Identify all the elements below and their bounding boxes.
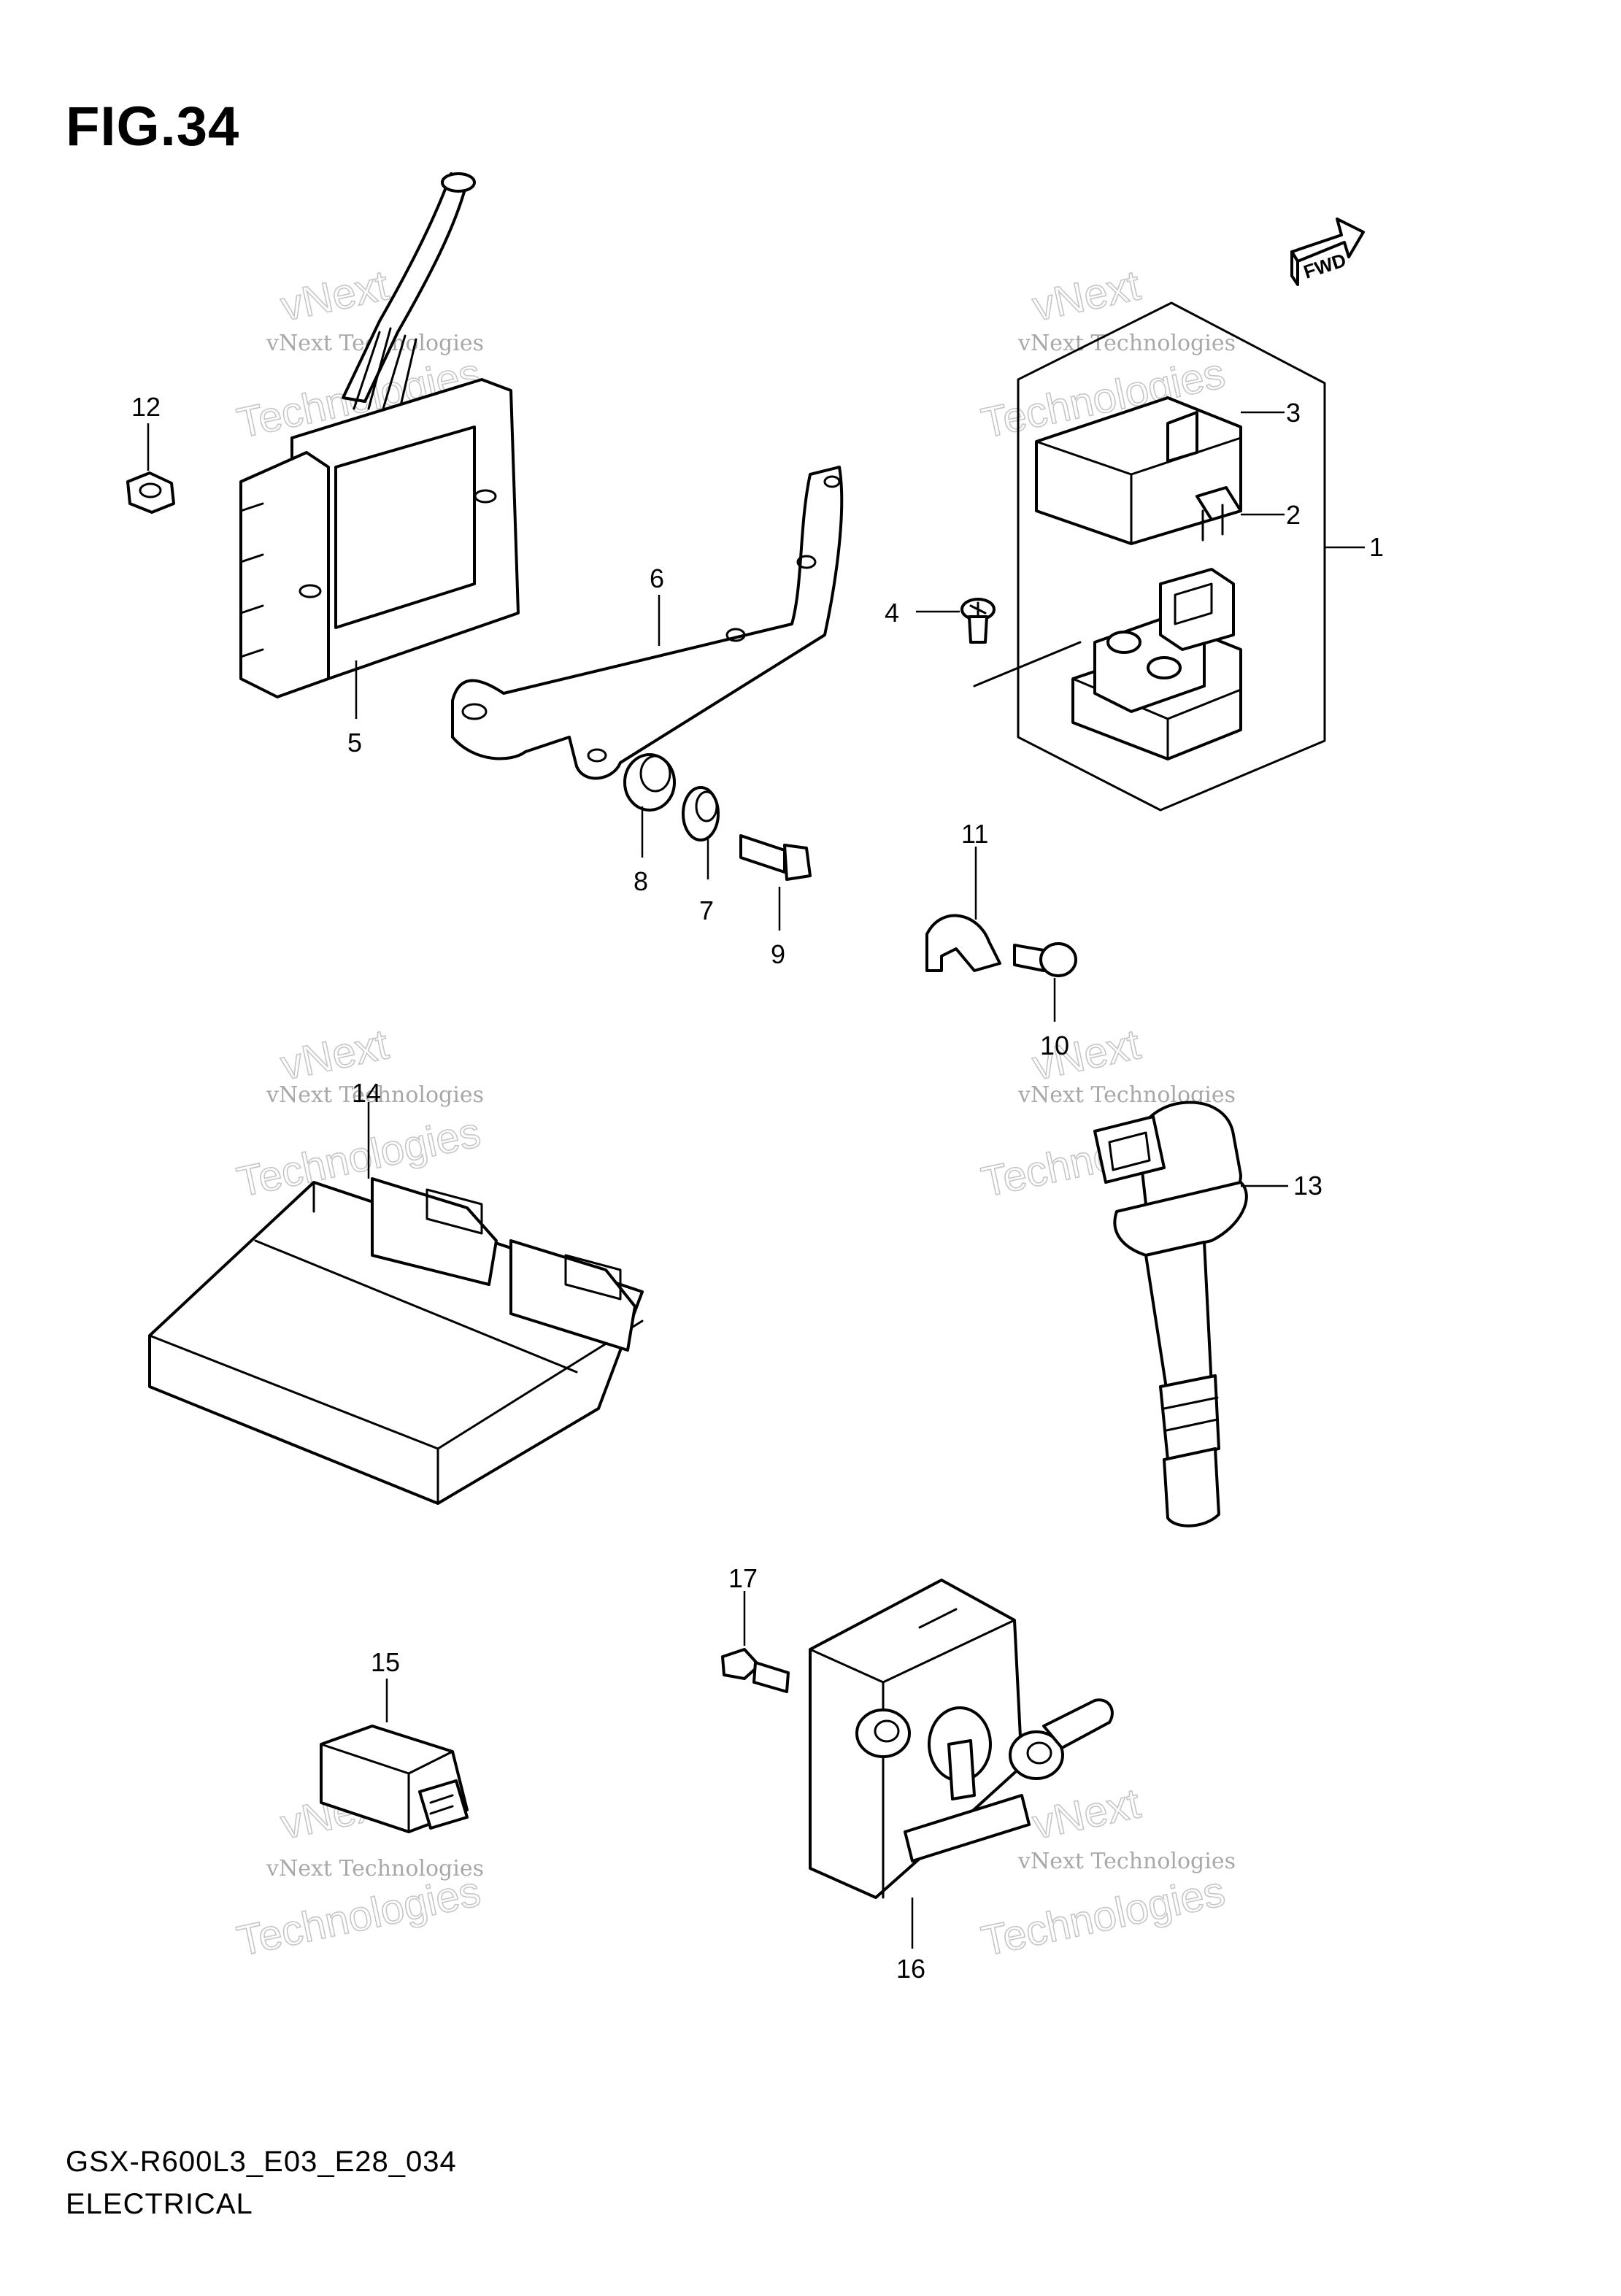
callout-9: 9	[771, 939, 785, 969]
callout-1: 1	[1369, 532, 1384, 562]
fwd-arrow-side	[1290, 250, 1299, 286]
callout-5: 5	[347, 728, 362, 758]
watermark-mark: vNext	[1028, 1779, 1144, 1848]
part-5-regulator-rectifier: 5	[239, 172, 520, 758]
callout-7: 7	[699, 895, 714, 925]
watermark-mark: Technologies	[233, 1109, 485, 1206]
part-2-fuse: 2	[1195, 486, 1301, 542]
callout-14: 14	[352, 1078, 381, 1108]
figure-title: FIG.34	[66, 96, 240, 158]
watermark-text: vNext Technologies	[266, 1856, 484, 1881]
callout-11: 11	[961, 819, 988, 849]
callout-17: 17	[728, 1563, 758, 1593]
part-17-bolt: 17	[721, 1563, 790, 1693]
part-4-screw: 4	[885, 598, 996, 644]
watermark-text: vNext Technologies	[266, 1082, 484, 1108]
part-1-starter-relay-assembly: 1 3 2	[885, 301, 1384, 812]
callout-2: 2	[1286, 500, 1301, 530]
part-16-tipover-sensor: 16	[809, 1579, 1114, 1984]
group-box	[1017, 301, 1326, 812]
watermark-mark: vNext	[277, 261, 393, 330]
callout-15: 15	[371, 1647, 400, 1677]
fwd-arrow-badge: FWD	[1290, 217, 1365, 286]
part-7-collar: 7	[682, 786, 720, 925]
part-9-bolt: 9	[739, 834, 812, 969]
section-name: ELECTRICAL	[66, 2188, 253, 2220]
part-8-grommet: 8	[623, 753, 676, 896]
fwd-arrow-icon	[1290, 217, 1365, 263]
watermark-mark: Technologies	[233, 1868, 485, 1965]
part-11-clamp: 11	[925, 819, 1001, 972]
callout-4: 4	[885, 598, 899, 628]
part-6-bracket: 6	[451, 466, 844, 780]
callout-16: 16	[896, 1954, 925, 1984]
part-10-bolt: 10	[1013, 942, 1077, 1060]
watermark-mark: vNext	[1028, 261, 1144, 330]
diagram-code: GSX-R600L3_E03_E28_034	[66, 2146, 457, 2178]
watermark-text: vNext Technologies	[1017, 331, 1236, 356]
callout-13: 13	[1293, 1171, 1322, 1201]
callout-6: 6	[650, 563, 664, 593]
wire-harness	[342, 172, 469, 403]
relay-body	[973, 568, 1242, 760]
callout-12: 12	[131, 392, 161, 422]
callout-3: 3	[1286, 398, 1301, 428]
watermark-text: vNext Technologies	[1017, 1849, 1236, 1874]
part-3-relay-cover: 3	[1035, 396, 1301, 545]
part-14-ecm: 14	[148, 1078, 644, 1505]
part-13-ignition-coil: 13	[1093, 1101, 1322, 1528]
callout-10: 10	[1040, 1030, 1069, 1060]
callout-8: 8	[634, 866, 648, 896]
watermark-mid-left: vNext Technologies vNext Technologies	[232, 1020, 485, 1207]
part-15-connector: 15	[320, 1647, 469, 1833]
watermark-mark: Technologies	[977, 1868, 1229, 1965]
part-12-nut: 12	[126, 392, 175, 514]
